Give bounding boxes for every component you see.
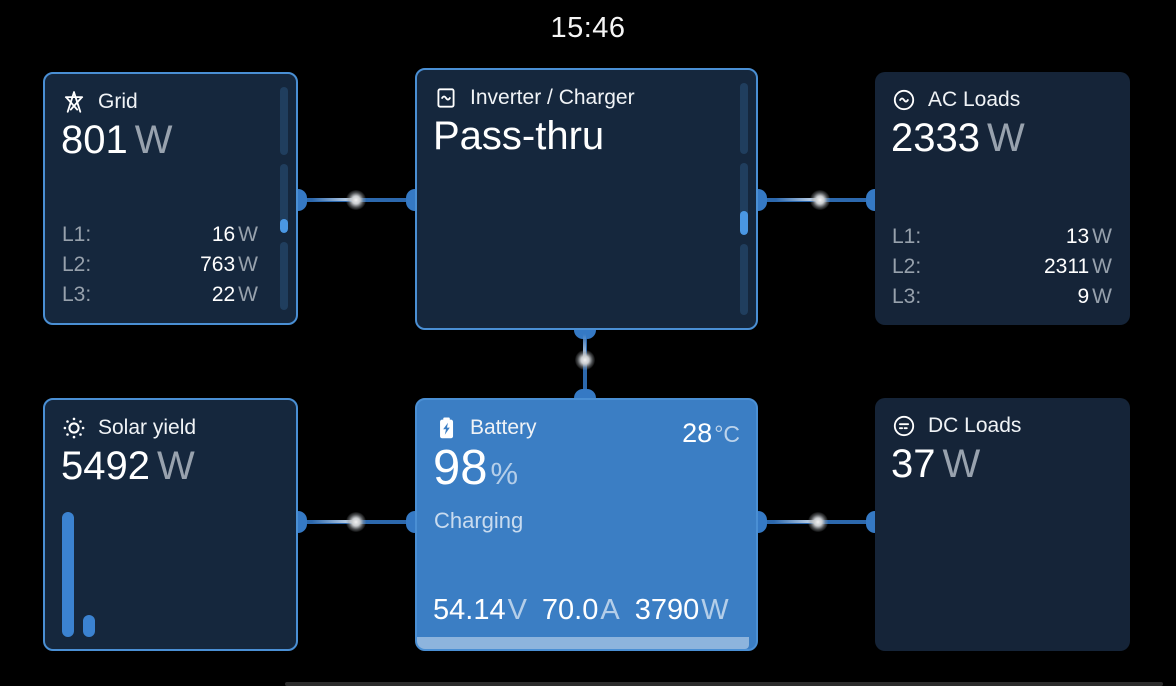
battery-power: 3790W <box>634 594 729 626</box>
battery-title: Battery <box>470 416 537 439</box>
battery-soc: 98% <box>433 441 519 495</box>
battery-tile[interactable]: Battery 28°C 98% Charging 54.14V 70.0A 3… <box>415 398 758 651</box>
inverter-title: Inverter / Charger <box>470 86 635 109</box>
connector-nub <box>866 511 875 533</box>
connector-nub <box>406 511 415 533</box>
dc-symbol-icon <box>893 415 915 437</box>
pv-tracker-bars <box>62 507 95 637</box>
grid-title: Grid <box>98 90 138 113</box>
grid-tile-header: Grid <box>61 89 138 115</box>
connector-nub <box>758 189 767 211</box>
dc-loads-tile-header: DC Loads <box>891 413 1021 439</box>
energy-flow-trail <box>583 334 586 360</box>
pv-tracker-bar-1 <box>62 512 74 637</box>
connector-nub <box>866 189 875 211</box>
swipe-handle-bar[interactable] <box>285 682 1163 686</box>
ac-loads-title: AC Loads <box>928 88 1021 111</box>
solar-title: Solar yield <box>98 416 197 439</box>
connector-nub <box>758 511 767 533</box>
battery-bolt-icon <box>440 417 454 439</box>
pylon-icon <box>64 91 84 113</box>
grid-phase-gauge <box>280 87 288 310</box>
energy-flow-dot <box>346 190 366 210</box>
battery-stats: 54.14V 70.0A 3790W <box>433 594 729 627</box>
inverter-state: Pass-thru <box>433 114 605 158</box>
inverter-tile-header: Inverter / Charger <box>433 85 635 111</box>
battery-temperature: 28°C <box>682 418 740 448</box>
connector-nub <box>574 389 596 398</box>
ac-loads-tile-header: AC Loads <box>891 87 1020 113</box>
battery-state: Charging <box>434 508 524 533</box>
energy-flow-trail <box>774 520 818 523</box>
dc-loads-title: DC Loads <box>928 414 1022 437</box>
battery-tile-header: Battery <box>433 415 537 441</box>
energy-flow-dot <box>808 512 828 532</box>
battery-voltage: 54.14V <box>433 594 527 626</box>
connector-nub <box>406 189 415 211</box>
battery-current: 70.0A <box>541 594 620 626</box>
energy-flow-trail <box>312 520 356 523</box>
battery-soc-bar <box>417 637 750 649</box>
sun-icon <box>63 417 85 439</box>
energy-flow-dot <box>575 350 595 370</box>
status-clock: 15:46 <box>550 12 626 44</box>
inverter-icon <box>437 88 455 108</box>
pv-tracker-bar-2 <box>83 614 95 637</box>
solar-tile-header: Solar yield <box>61 415 196 441</box>
energy-flow-trail <box>776 198 820 201</box>
energy-flow-trail <box>312 198 356 201</box>
ac-sine-icon <box>893 89 915 111</box>
energy-flow-dot <box>346 512 366 532</box>
inverter-tile[interactable]: Inverter / Charger Pass-thru <box>415 68 758 330</box>
energy-flow-dot <box>810 190 830 210</box>
inverter-phase-gauge <box>740 83 748 315</box>
connector-nub <box>298 189 307 211</box>
connector-nub <box>298 511 307 533</box>
